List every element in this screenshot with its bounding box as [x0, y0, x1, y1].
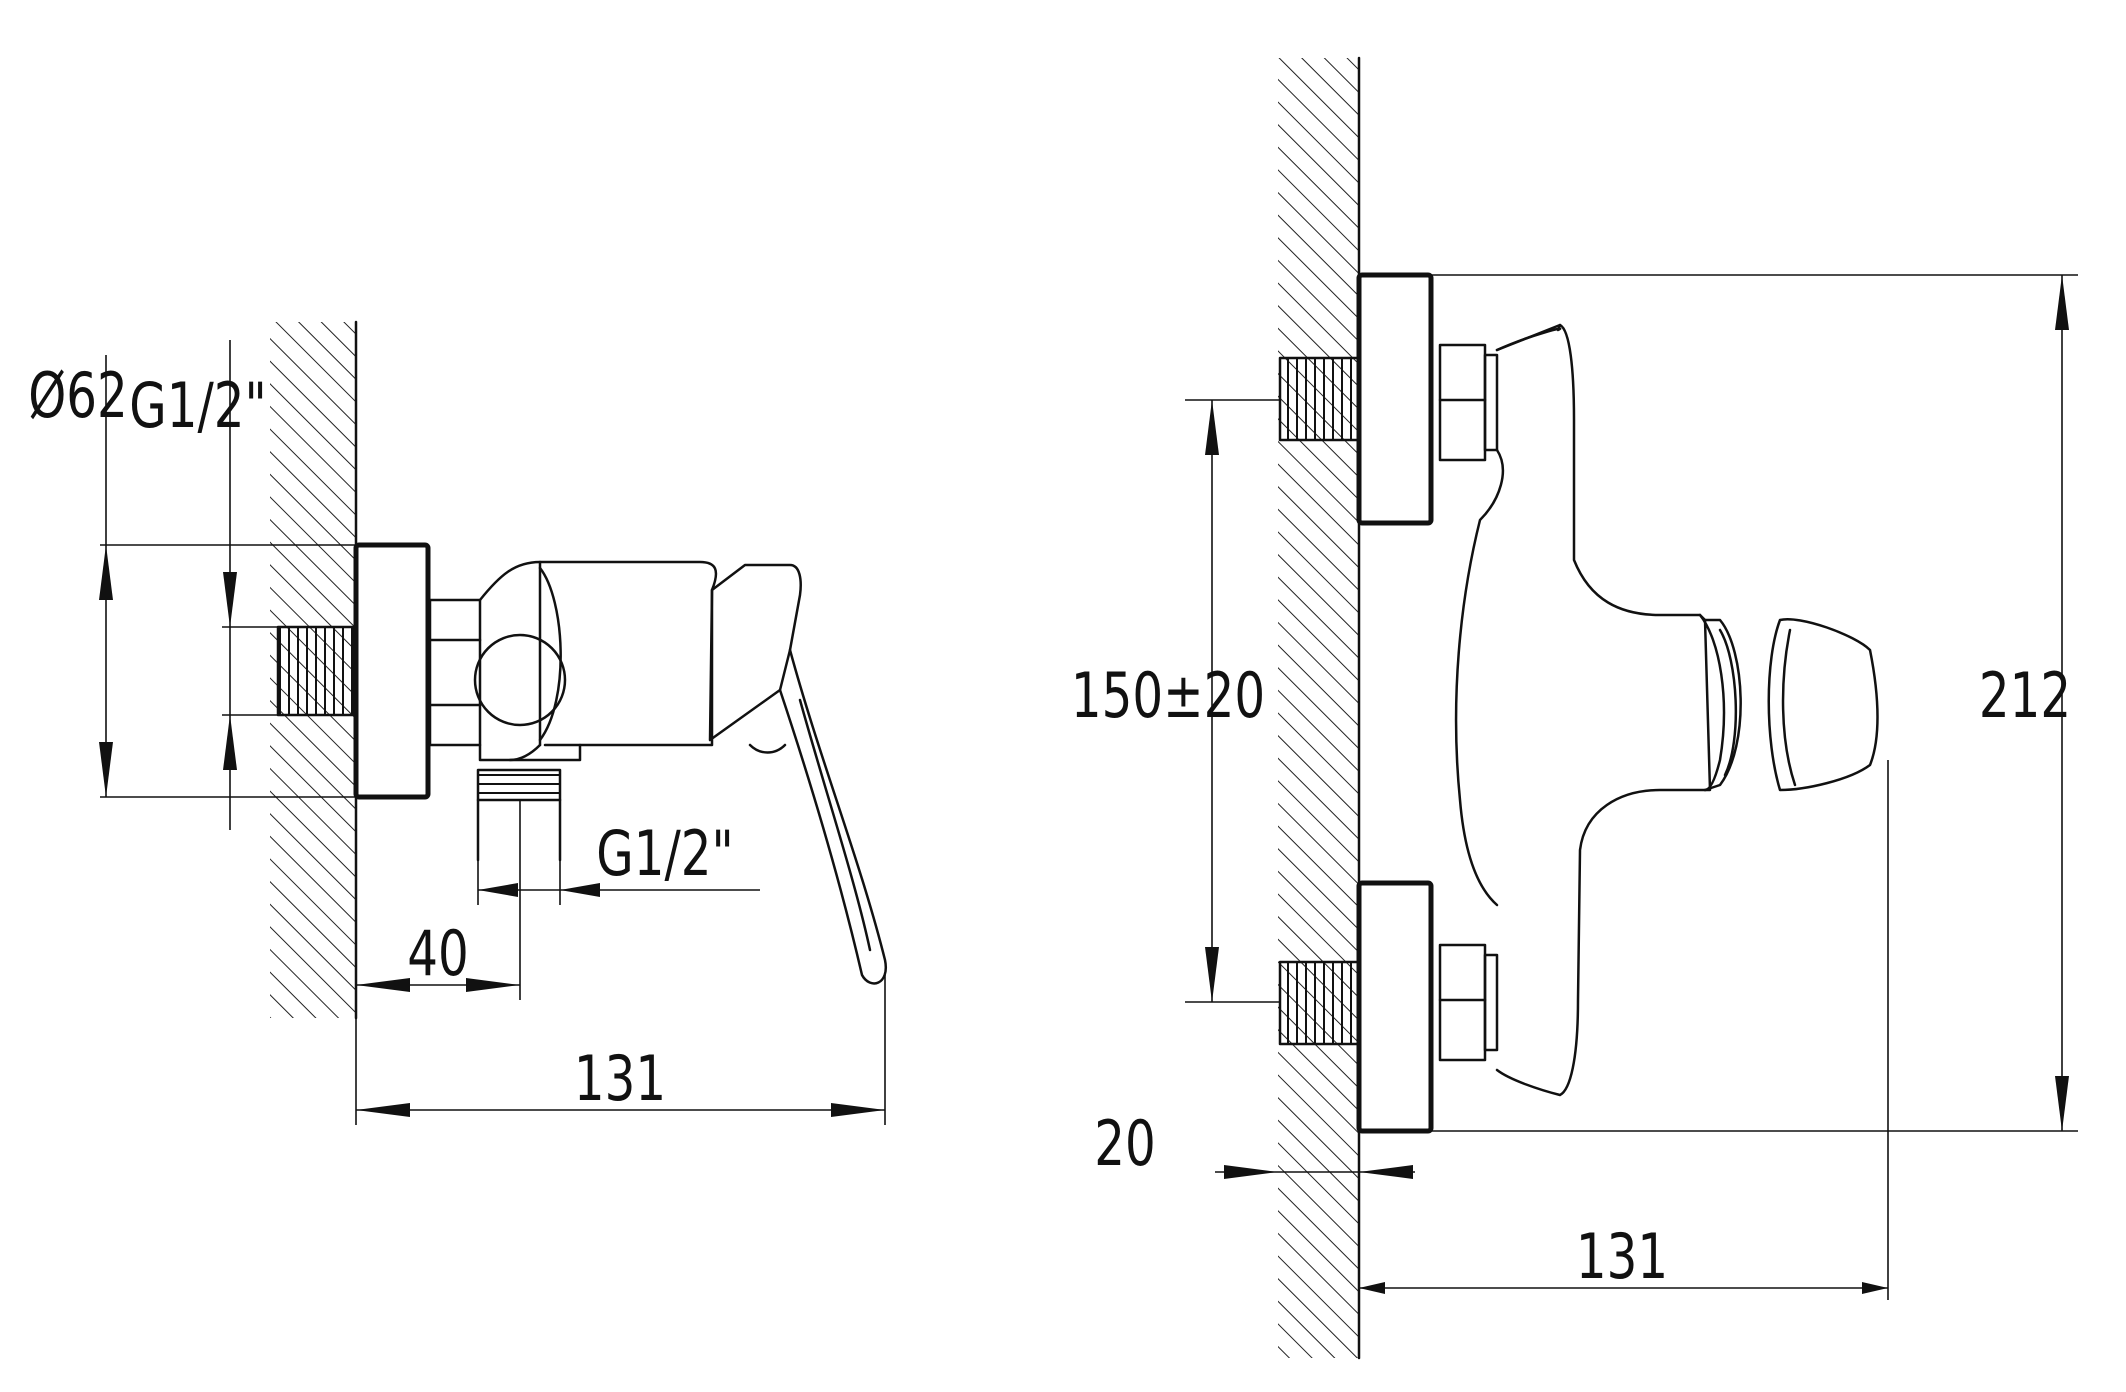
side-view: Ø62 G1/2" G1/2" 40 131: [28, 320, 888, 1125]
lower-hex-nut: [1438, 943, 1499, 1062]
height-label-212: 212: [1979, 660, 2071, 732]
wall-thread-stub-left: [276, 625, 355, 717]
hex-nut-left: [428, 598, 482, 747]
lever-handle-left: [708, 563, 888, 985]
upper-escutcheon: [1356, 272, 1434, 526]
diameter-label: Ø62: [28, 360, 128, 432]
offset-label-40: 40: [407, 918, 469, 990]
dimension-lines-left: [99, 340, 886, 1125]
depth-label-131-right: 131: [1576, 1221, 1668, 1293]
depth-label-131-left: 131: [574, 1043, 666, 1115]
wall-hatch-right: [1278, 56, 1361, 1360]
lower-thread-stub: [1278, 960, 1360, 1046]
spacing-label: 150±20: [1071, 660, 1265, 732]
valve-body-left: [473, 560, 718, 762]
thread-label-wall: G1/2": [129, 370, 266, 442]
thread-label-bottom: G1/2": [596, 818, 733, 890]
front-view: 150±20 212 20 131: [1071, 56, 2078, 1360]
escutcheon-flange-left: [353, 542, 431, 800]
wall-adjust-label-20: 20: [1094, 1108, 1156, 1180]
upper-hex-nut: [1438, 343, 1499, 462]
valve-body-front: [1454, 323, 1879, 1097]
dimension-lines-right: [1185, 274, 2078, 1300]
bottom-outlet-thread: [476, 768, 562, 862]
lower-escutcheon: [1356, 880, 1434, 1134]
upper-thread-stub: [1278, 356, 1360, 442]
